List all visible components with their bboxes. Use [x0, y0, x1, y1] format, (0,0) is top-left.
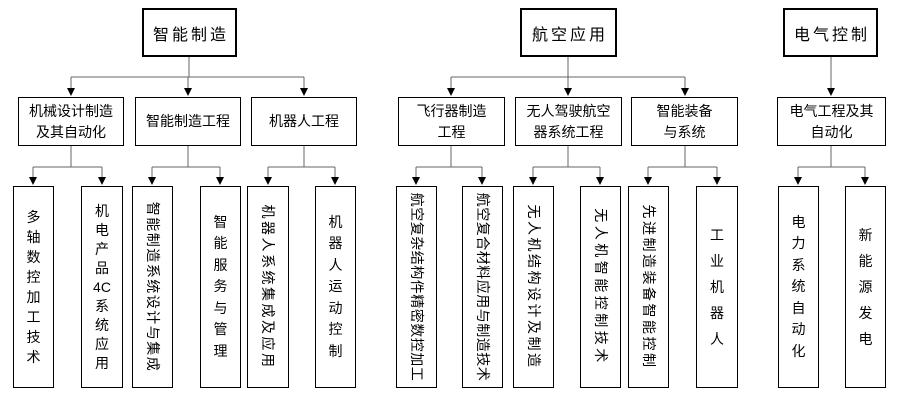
leaf-node-aero-complex-structure-cnc: 航空复杂结构件精密数控加工 — [396, 186, 437, 388]
node-intelligent-manufacturing-engineering: 智能制造工程 — [135, 97, 241, 146]
leaf-node-robot-motion-control: 机 器 人 运 动 控 制 — [315, 186, 356, 388]
leaf-node-im-system-design-integration: 智能制造系统设计与集成 — [132, 186, 173, 388]
root-node-aviation-application: 航空应用 — [520, 8, 617, 57]
leaf-node-aero-composite-materials: 航空复合材料应用与制造技术 — [462, 186, 503, 388]
leaf-node-power-system-automation: 电 力 系 统 自 动 化 — [778, 186, 819, 388]
leaf-node-uav-intelligent-control: 无人机智能控制技术 — [580, 186, 621, 388]
leaf-label: 机器人系统集成及应用 — [260, 204, 276, 370]
node-electrical-engineering-automation: 电气工程及其 自动化 — [777, 97, 886, 146]
leaf-node-advanced-equipment-control: 先进制造装备智能控制 — [628, 186, 669, 388]
root-node-intelligent-manufacturing: 智能制造 — [142, 8, 237, 57]
leaf-node-multi-axis-cnc-machining: 多 轴 数 控 加 工 技 术 — [13, 186, 54, 388]
leaf-node-new-energy-generation: 新 能 源 发 电 — [845, 186, 886, 388]
leaf-label: 智能制造系统设计与集成 — [144, 201, 161, 373]
leaf-label: 先进制造装备智能控制 — [640, 204, 657, 370]
leaf-node-industrial-robot: 工 业 机 器 人 — [696, 186, 738, 388]
node-uav-system-engineering: 无人驾驶航空 器系统工程 — [515, 97, 622, 146]
leaf-label: 航空复合材料应用与制造技术 — [474, 192, 491, 382]
node-robot-engineering: 机器人工程 — [251, 97, 357, 146]
node-intelligent-equipment-systems: 智能装备 与系统 — [631, 97, 738, 146]
leaf-label: 无人机智能控制技术 — [592, 208, 609, 366]
root-node-electrical-control: 电气控制 — [783, 8, 878, 57]
leaf-node-robot-system-integration: 机器人系统集成及应用 — [247, 186, 289, 388]
leaf-label: 航空复杂结构件精密数控加工 — [408, 192, 425, 382]
node-aircraft-manufacturing-engineering: 飞行器制造 工程 — [398, 97, 505, 146]
leaf-node-intelligent-service-management: 智 能 服 务 与 管 理 — [200, 186, 241, 388]
node-mechanical-design-manufacturing-automation: 机械设计制造 及其自动化 — [18, 97, 124, 146]
leaf-node-uav-structure-design: 无人机结构设计及制造 — [513, 186, 554, 388]
leaf-label: 无人机结构设计及制造 — [525, 204, 542, 370]
leaf-node-mechatronic-product-4c-system: 机 电 产 品 4C 系 统 应 用 — [81, 186, 123, 388]
